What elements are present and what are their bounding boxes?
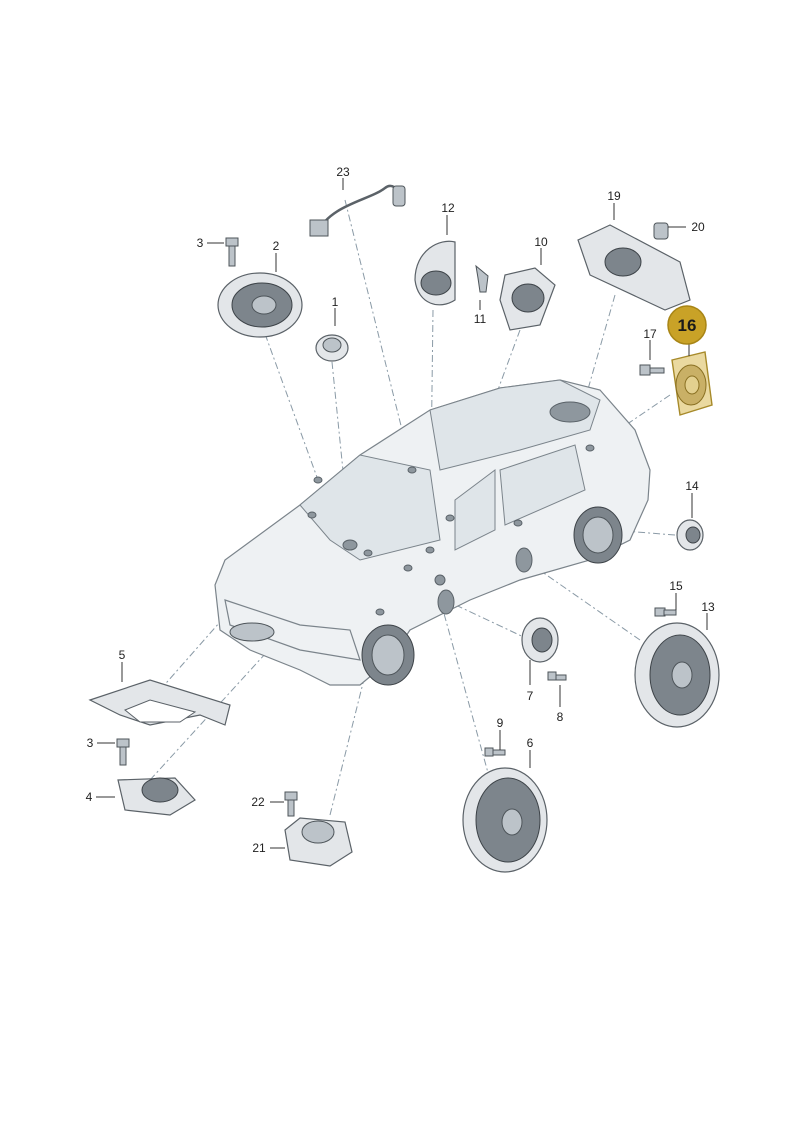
- part-17-screw: [639, 364, 665, 376]
- part-21-tweeter: [284, 817, 353, 867]
- label-ticks: [96, 178, 708, 849]
- part-20-nut: [653, 222, 669, 240]
- callout-14: 14: [685, 479, 699, 493]
- callout-12: 12: [441, 201, 455, 215]
- part-11-bolt: [475, 264, 489, 293]
- car-body: [214, 379, 651, 686]
- part-12-unit: [414, 240, 456, 306]
- part-10-speaker: [499, 267, 556, 331]
- callout-3-bottom: 3: [87, 736, 94, 750]
- callout-3-top: 3: [197, 236, 204, 250]
- callout-labels: 23 12 10 19 20 2 3 1 11 17 14 15 13 7 8 …: [86, 165, 715, 855]
- callout-15: 15: [669, 579, 683, 593]
- part-6-speaker: [462, 767, 548, 873]
- callout-20: 20: [691, 220, 705, 234]
- part-13-speaker: [634, 622, 720, 728]
- highlight-badge-16[interactable]: 16: [667, 305, 707, 345]
- part-22-screw: [284, 791, 298, 817]
- part-1-tweeter: [315, 334, 349, 362]
- callout-11: 11: [474, 312, 487, 326]
- callout-19: 19: [607, 189, 621, 203]
- part-5-frame: [88, 679, 231, 726]
- callout-16: 16: [678, 316, 697, 335]
- callout-22: 22: [251, 795, 265, 809]
- callout-8: 8: [557, 710, 564, 724]
- callout-13: 13: [701, 600, 715, 614]
- callout-17: 17: [643, 327, 657, 341]
- part-7-tweeter: [521, 617, 559, 663]
- part-23-cable: [309, 184, 406, 237]
- callout-7: 7: [527, 689, 534, 703]
- part-16-speaker: [671, 351, 713, 416]
- part-4-housing: [117, 777, 196, 816]
- part-19-subwoofer: [577, 224, 691, 311]
- callout-21: 21: [252, 841, 266, 855]
- callout-1: 1: [332, 295, 339, 309]
- part-8-screw: [547, 671, 567, 681]
- part-14-tweeter: [676, 519, 704, 551]
- part-3b-screw: [116, 738, 130, 766]
- callout-9: 9: [497, 716, 504, 730]
- rear-shelf-spot: [549, 401, 591, 423]
- part-15-screw: [654, 607, 677, 617]
- callout-4: 4: [86, 790, 93, 804]
- callout-23: 23: [336, 165, 350, 179]
- part-9-screw: [484, 747, 506, 757]
- callout-6: 6: [527, 736, 534, 750]
- part-2-speaker: [217, 272, 303, 338]
- callout-10: 10: [534, 235, 548, 249]
- callout-5: 5: [119, 648, 126, 662]
- callout-2: 2: [273, 239, 280, 253]
- part-3a-screw: [225, 237, 239, 267]
